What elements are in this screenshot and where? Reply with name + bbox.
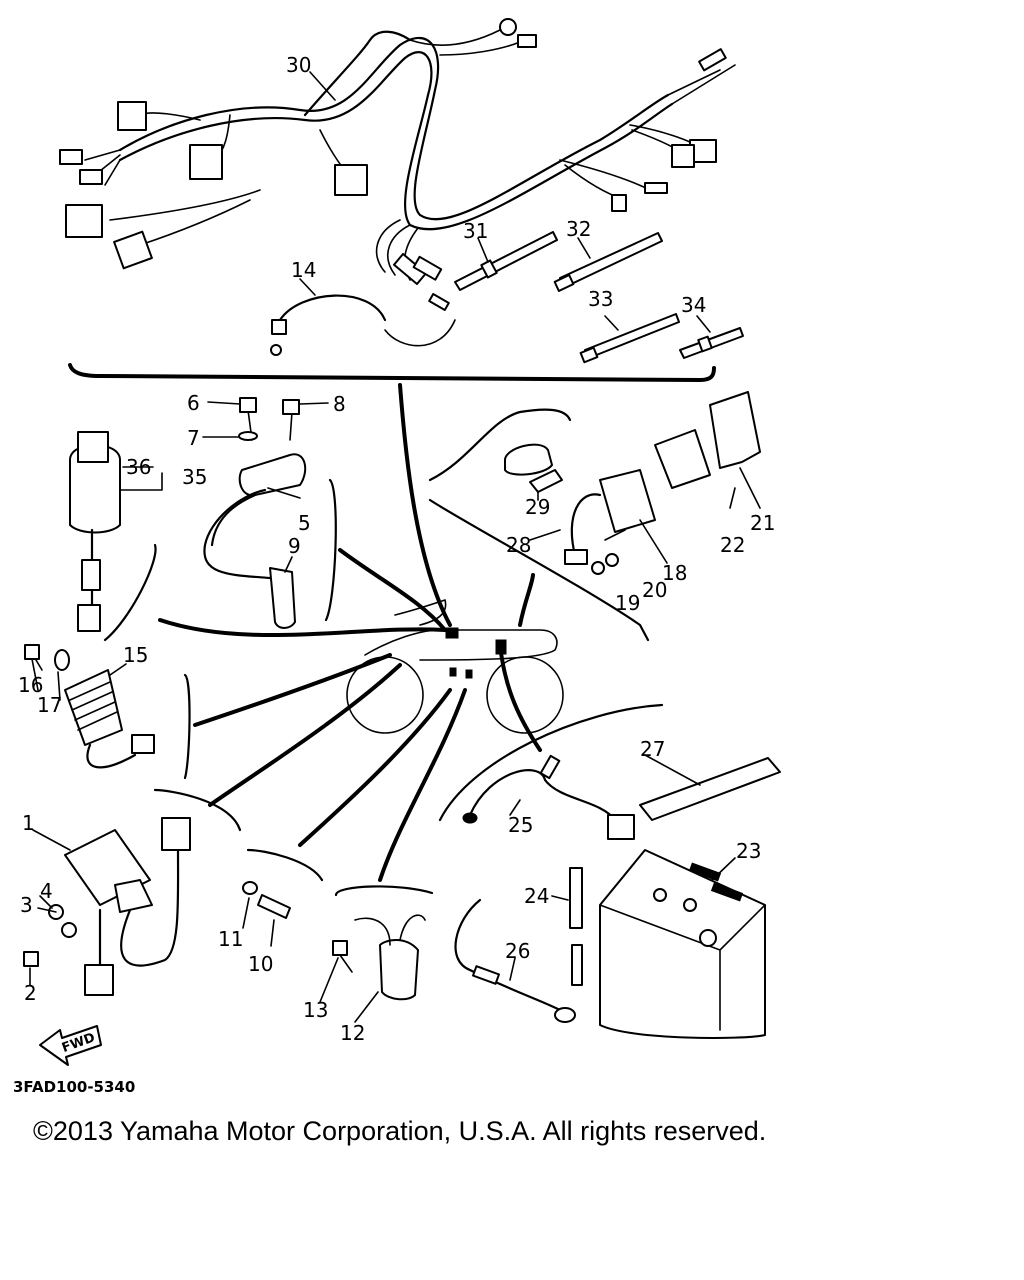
callout-27: 27 <box>640 737 665 761</box>
callout-24: 24 <box>524 884 549 908</box>
callout-34: 34 <box>681 293 706 317</box>
rectifier-regulator <box>24 644 155 769</box>
battery-band <box>639 757 781 821</box>
main-switch <box>69 431 121 632</box>
fuse-holder <box>428 408 572 493</box>
callout-31: 31 <box>463 219 488 243</box>
callout-26: 26 <box>505 939 530 963</box>
battery-cables <box>454 754 635 1023</box>
callout-21: 21 <box>750 511 775 535</box>
fwd-arrow-icon: FWD <box>39 1025 102 1066</box>
callout-12: 12 <box>340 1021 365 1045</box>
callout-33: 33 <box>588 287 613 311</box>
callout-1: 1 <box>22 811 35 835</box>
callout-numbers: 30 31 32 33 34 14 6 7 8 36 35 5 9 29 28 … <box>18 53 775 1045</box>
battery <box>599 849 766 1039</box>
callout-32: 32 <box>566 217 591 241</box>
copyright-notice: ©2013 Yamaha Motor Corporation, U.S.A. A… <box>33 1116 767 1146</box>
vehicle-outline <box>346 599 564 734</box>
cable-bands <box>454 231 744 364</box>
parts-diagram: FWD 30 <box>13 18 781 1096</box>
callout-9: 9 <box>288 534 301 558</box>
callout-16: 16 <box>18 673 43 697</box>
starter-relay <box>332 914 426 1001</box>
callout-11: 11 <box>218 927 243 951</box>
callout-36: 36 <box>126 455 151 479</box>
callout-5: 5 <box>298 511 311 535</box>
callout-35: 35 <box>182 465 207 489</box>
lead-wire <box>270 293 456 356</box>
callout-15: 15 <box>123 643 148 667</box>
callout-17: 17 <box>37 693 62 717</box>
callout-22: 22 <box>720 533 745 557</box>
leader-lines <box>158 383 542 882</box>
callout-2: 2 <box>24 981 37 1005</box>
callout-30: 30 <box>286 53 311 77</box>
callout-23: 23 <box>736 839 761 863</box>
callout-3: 3 <box>20 893 33 917</box>
callout-29: 29 <box>525 495 550 519</box>
callout-4: 4 <box>40 879 53 903</box>
group-brackets <box>68 363 716 897</box>
callout-13: 13 <box>303 998 328 1022</box>
callout-18: 18 <box>662 561 687 585</box>
callout-10: 10 <box>248 952 273 976</box>
ignition-coil <box>203 397 307 629</box>
part-code: 3FAD100-5340 <box>13 1078 135 1096</box>
callout-6: 6 <box>187 391 200 415</box>
callout-lines <box>29 71 761 1023</box>
callout-25: 25 <box>508 813 533 837</box>
callout-19: 19 <box>615 591 640 615</box>
breather-pipe <box>569 867 583 929</box>
callout-14: 14 <box>291 258 316 282</box>
callout-8: 8 <box>333 392 346 416</box>
relays <box>564 391 761 575</box>
cdi-unit <box>23 817 191 996</box>
neutral-switch <box>242 881 291 919</box>
callout-7: 7 <box>187 426 200 450</box>
callout-28: 28 <box>506 533 531 557</box>
wire-harness <box>59 18 736 286</box>
callout-20: 20 <box>642 578 667 602</box>
